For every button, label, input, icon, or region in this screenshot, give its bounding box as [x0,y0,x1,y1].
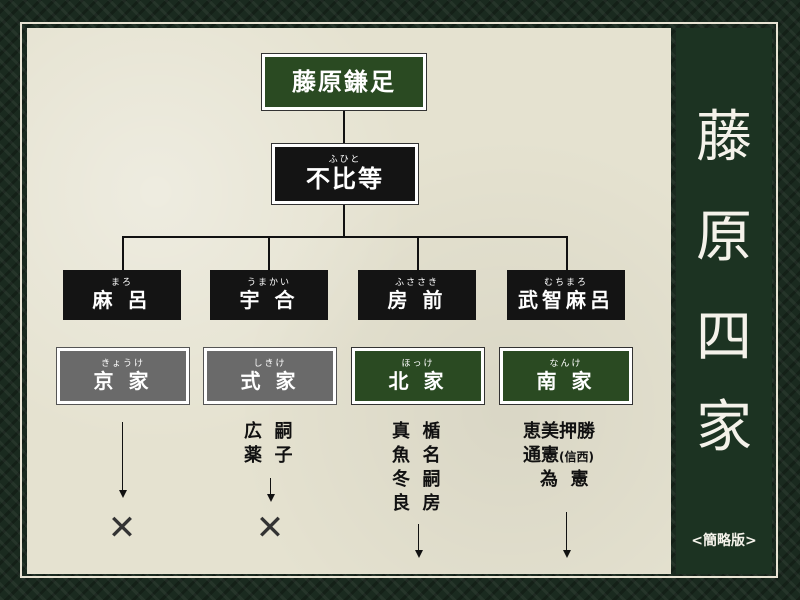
house-name: 京 家 [93,369,153,393]
line-sons-horizontal [122,236,568,238]
diagram-paper [27,28,671,574]
line-to-umakai [268,236,270,270]
son-ruby: まろ [110,278,133,288]
house-ruby: なんけ [549,359,583,369]
nanke-descendant-1: 恵美押勝 [523,421,595,442]
line-to-muchimaro [566,236,568,270]
title-char-1: 藤 [696,105,752,170]
son-box-umakai: うまかい 宇 合 [210,270,328,320]
nanke-descendant-2: 通憲(信西) [523,444,594,469]
nanke-arrow-line [566,512,567,550]
shikike-extinct-mark: ✕ [255,508,285,548]
kyoke-extinct-mark: ✕ [107,508,137,548]
fuhito-ruby: ふひと [328,155,362,165]
son-name: 麻 呂 [92,288,152,312]
house-name: 南 家 [536,369,596,393]
title-panel [676,28,772,574]
son-ruby: ふささき [394,278,439,288]
kyoke-arrow-head [119,490,127,498]
fuhito-name: 不比等 [306,165,384,193]
son-name: 房 前 [387,288,447,312]
line-fuhito-down [343,205,345,237]
son-box-muchimaro: むちまろ 武智麻呂 [507,270,625,320]
hokke-arrow-line [418,524,419,550]
title-char-3: 四 [696,305,752,370]
house-ruby: しきけ [253,359,287,369]
nanke-descendant-3: 為 憲 [540,469,589,490]
house-name: 北 家 [388,369,448,393]
house-name: 式 家 [240,369,300,393]
son-ruby: むちまろ [543,278,588,288]
shikike-descendants: 広 嗣 薬 子 [244,421,293,466]
nanke-descendant-2-note: (信西) [559,450,594,464]
founder-name: 藤原鎌足 [292,68,396,96]
son-box-maro: まろ 麻 呂 [63,270,181,320]
house-ruby: ほっけ [401,359,435,369]
house-box-hokke: ほっけ 北 家 [351,347,485,405]
fuhito-box: ふひと 不比等 [271,143,419,205]
line-founder-fuhito [343,110,345,144]
house-ruby: きょうけ [100,359,145,369]
title-char-4: 家 [696,395,752,460]
line-to-maro [122,236,124,270]
house-box-shikike: しきけ 式 家 [203,347,337,405]
shikike-arrow-line [270,478,271,494]
nanke-descendant-2-name: 通憲 [523,445,559,466]
son-ruby: うまかい [246,278,291,288]
frame-border [20,22,778,578]
founder-box: 藤原鎌足 [261,53,427,111]
son-name: 宇 合 [239,288,299,312]
hokke-descendants: 真 楯 魚 名 冬 嗣 良 房 [392,421,441,514]
nanke-arrow-head [563,550,571,558]
shikike-arrow-head [267,494,275,502]
hokke-arrow-head [415,550,423,558]
house-box-nanke: なんけ 南 家 [499,347,633,405]
kyoke-arrow-line [122,422,123,490]
line-to-fusasaki [417,236,419,270]
son-name: 武智麻呂 [518,288,614,312]
son-box-fusasaki: ふささき 房 前 [358,270,476,320]
house-box-kyoke: きょうけ 京 家 [56,347,190,405]
edition-label: <簡略版> [691,533,757,549]
title-char-2: 原 [696,205,752,270]
